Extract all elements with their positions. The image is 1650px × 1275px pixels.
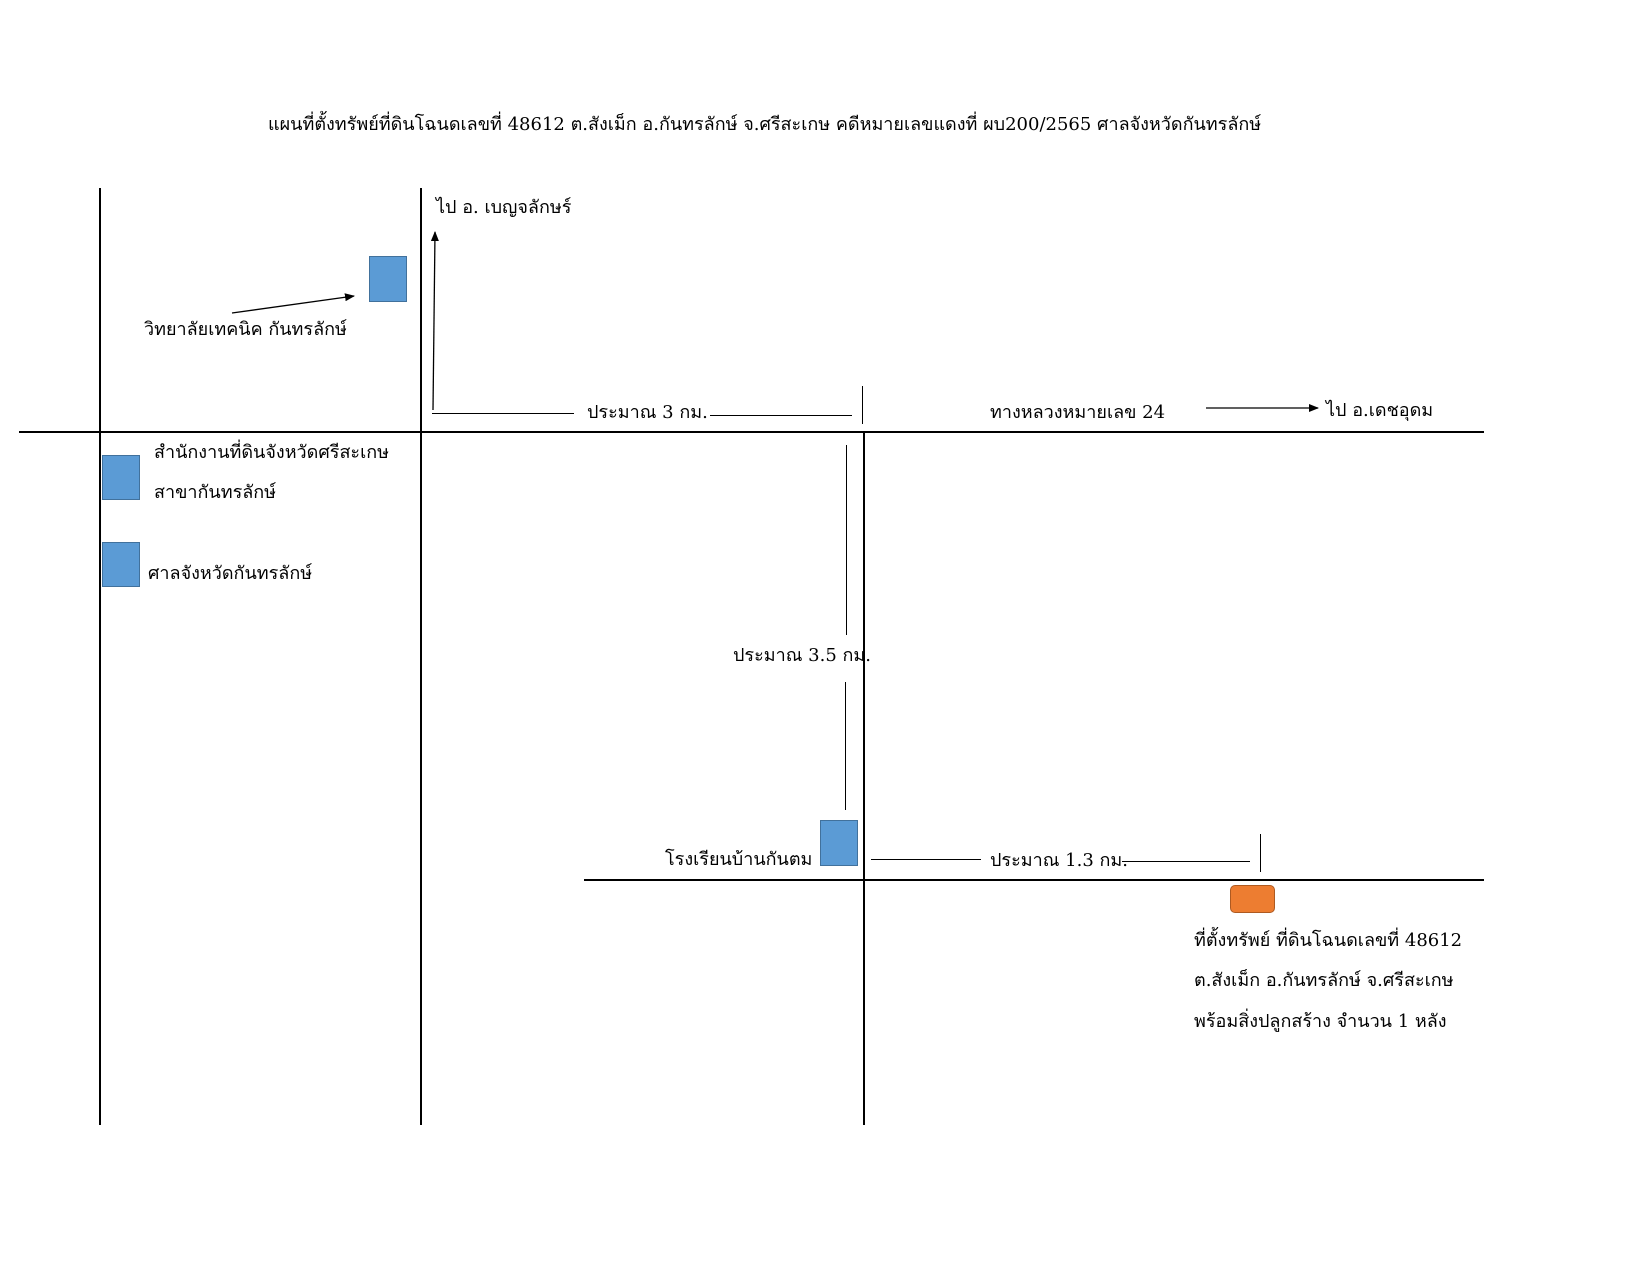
highway-24-road <box>19 431 1484 433</box>
property-marker <box>1230 885 1275 913</box>
label-to-dechudom: ไป อ.เดชอุดม <box>1326 400 1434 421</box>
distance-line-3-5km-top <box>846 445 847 635</box>
distance-line-1-3km-left <box>871 859 981 860</box>
left-vertical-road <box>99 188 101 1125</box>
arrow-to-benchalak <box>430 231 439 411</box>
label-to-benchalak: ไป อ. เบญจลักษร์ <box>436 197 572 218</box>
label-technical-college: วิทยาลัยเทคนิค กันทรลักษ์ <box>144 319 347 340</box>
label-school: โรงเรียนบ้านกันตม <box>665 849 813 870</box>
north-south-road <box>420 188 422 1125</box>
school-marker <box>820 820 858 866</box>
distance-line-3km-left <box>432 413 574 414</box>
distance-line-3km-right <box>710 415 852 416</box>
lower-road <box>584 879 1484 881</box>
label-property-line1: ที่ตั้งทรัพย์ ที่ดินโฉนดเลขที่ 48612 <box>1194 930 1463 951</box>
label-approx-1-3km: ประมาณ 1.3 กม. <box>990 850 1128 871</box>
label-land-office-line1: สำนักงานที่ดินจังหวัดศรีสะเกษ <box>154 442 390 463</box>
label-approx-3km: ประมาณ 3 กม. <box>587 402 708 423</box>
label-land-office-line2: สาขากันทรลักษ์ <box>154 482 277 503</box>
technical-college-marker <box>369 256 407 302</box>
school-road <box>863 432 865 1125</box>
court-marker <box>102 542 140 587</box>
label-property-line3: พร้อมสิ่งปลูกสร้าง จำนวน 1 หลัง <box>1194 1011 1447 1032</box>
distance-tick-1-3km <box>1260 834 1261 872</box>
label-property-line2: ต.สังเม็ก อ.กันทรลักษ์ จ.ศรีสะเกษ <box>1194 970 1454 991</box>
map-title: แผนที่ตั้งทรัพย์ที่ดินโฉนดเลขที่ 48612 ต… <box>268 114 1262 135</box>
label-approx-3-5km: ประมาณ 3.5 กม. <box>733 645 871 666</box>
label-highway-24: ทางหลวงหมายเลข 24 <box>990 402 1166 423</box>
land-office-marker <box>102 455 140 500</box>
distance-tick-3km <box>862 386 863 424</box>
arrow-to-college <box>231 293 355 314</box>
label-court: ศาลจังหวัดกันทรลักษ์ <box>148 563 313 584</box>
distance-line-1-3km-right <box>1122 861 1250 862</box>
distance-line-3-5km-bottom <box>845 682 846 810</box>
